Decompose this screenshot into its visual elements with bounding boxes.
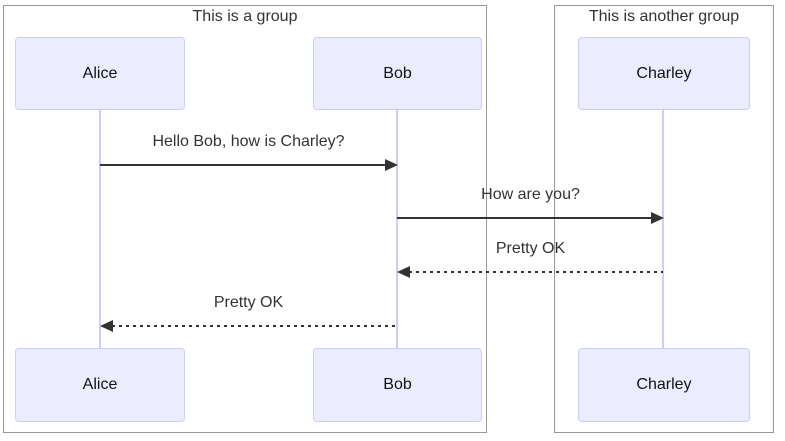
actor-label-charley-bottom: Charley (636, 376, 692, 393)
message-line-4 (112, 325, 397, 327)
actor-label-alice-top: Alice (82, 64, 118, 82)
group-box-1: This is a group (3, 5, 487, 433)
arrowhead-left-icon (100, 320, 113, 332)
message-line-3 (409, 271, 663, 273)
lifeline-charley (662, 110, 664, 348)
actor-box-charley-top: Charley (578, 37, 750, 110)
message-label-1: Hello Bob, how is Charley? (152, 133, 345, 150)
actor-box-bob-bottom: Bob (313, 348, 482, 422)
group-title-2: This is another group (588, 8, 740, 25)
actor-box-charley-bottom: Charley (578, 348, 750, 422)
lifeline-alice (99, 110, 101, 348)
group-box-2: This is another group (554, 5, 774, 433)
arrowhead-left-icon (397, 266, 410, 278)
message-line-2 (397, 217, 652, 219)
actor-label-bob-bottom: Bob (383, 376, 412, 393)
actor-box-bob-top: Bob (313, 37, 482, 110)
message-line-1 (100, 164, 387, 166)
lifeline-bob (396, 110, 398, 348)
group-title-1: This is a group (192, 8, 298, 25)
arrowhead-right-icon (385, 159, 398, 171)
actor-label-alice-bottom: Alice (82, 376, 118, 393)
actor-box-alice-bottom: Alice (15, 348, 185, 422)
actor-label-bob-top: Bob (383, 64, 412, 82)
actor-label-charley-top: Charley (636, 64, 692, 82)
message-label-4: Pretty OK (213, 294, 284, 311)
actor-box-alice-top: Alice (15, 37, 185, 110)
arrowhead-right-icon (651, 212, 664, 224)
message-label-3: Pretty OK (495, 240, 566, 257)
message-label-2: How are you? (481, 186, 580, 203)
